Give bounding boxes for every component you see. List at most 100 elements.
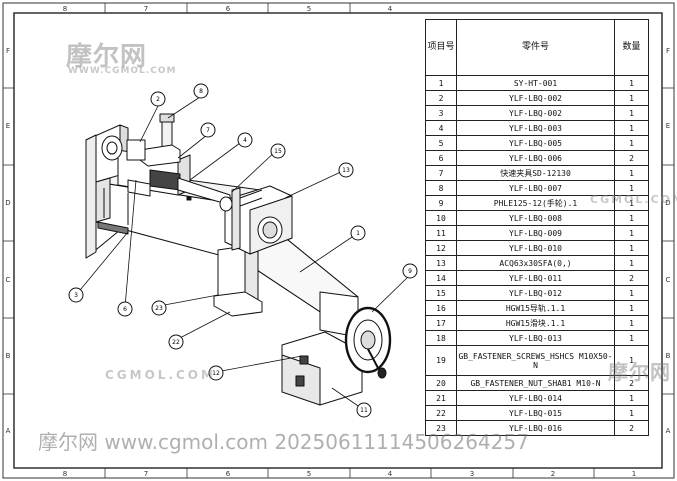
zone-left-D: D [5,199,10,207]
cell-part-no: ACQ63x30SFA(0,) [456,255,615,271]
cell-item-no: 5 [425,135,457,151]
zone-top-4: 4 [388,5,393,13]
cell-qty: 1 [614,120,649,136]
watermark-logo-en: WWW.CGMOL.COM [68,66,177,76]
balloon-9: 9 [402,263,418,279]
header-item-no: 项目号 [425,19,457,76]
cell-qty: 1 [614,330,649,346]
zone-right-A: A [666,427,671,435]
balloon-15: 15 [270,143,286,159]
balloon-23: 23 [151,300,167,316]
cell-qty: 1 [614,210,649,226]
svg-text:13: 13 [342,167,350,174]
cell-item-no: 9 [425,195,457,211]
cell-part-no: HGW15导轨.1.1 [456,300,615,316]
cell-item-no: 17 [425,315,457,331]
cell-part-no: YLF-LBQ-011 [456,270,615,286]
cell-part-no: YLF-LBQ-016 [456,420,615,436]
zone-bottom-3: 3 [470,470,474,478]
header-qty: 数量 [614,19,649,76]
cell-qty: 1 [614,255,649,271]
cell-part-no: 快速夹具SD-12130 [456,165,615,181]
cell-item-no: 10 [425,210,457,226]
cell-part-no: HGW15滑块.1.1 [456,315,615,331]
zone-bottom-6: 6 [226,470,231,478]
cell-qty: 1 [614,225,649,241]
balloon-8: 8 [193,83,209,99]
header-part-no: 零件号 [456,19,615,76]
cell-item-no: 2 [425,90,457,106]
balloon-4: 4 [237,132,253,148]
balloon-12: 12 [208,365,224,381]
zone-bottom-1: 1 [632,470,636,478]
cell-part-no: YLF-LBQ-002 [456,105,615,121]
zone-left-B: B [6,352,11,360]
cell-part-no: YLF-LBQ-010 [456,240,615,256]
balloon-7: 7 [200,122,216,138]
balloon-3: 3 [68,287,84,303]
cell-part-no: YLF-LBQ-005 [456,135,615,151]
balloon-22: 22 [168,334,184,350]
watermark-right-en: CGMOL.COM [590,193,677,206]
svg-text:11: 11 [360,407,368,414]
zone-bottom-7: 7 [144,470,148,478]
cell-qty: 1 [614,105,649,121]
cell-part-no: YLF-LBQ-008 [456,210,615,226]
zone-right-D: D [665,199,670,207]
cell-item-no: 6 [425,150,457,166]
watermark-bottom: 摩尔网 www.cgmol.com 20250611114506264257 [38,430,529,454]
cell-part-no: GB_FASTENER_NUT_SHAB1 M10-N [456,375,615,391]
zone-left-C: C [6,276,11,284]
svg-text:1: 1 [356,230,360,237]
cell-qty: 1 [614,390,649,406]
cell-part-no: YLF-LBQ-003 [456,120,615,136]
zone-right-F: F [666,47,670,55]
watermark-logo-cn: 摩尔网 [66,42,148,72]
cell-qty: 1 [614,285,649,301]
zone-right-C: C [666,276,671,284]
cell-item-no: 19 [425,345,457,376]
zone-right-E: E [666,122,670,130]
svg-text:2: 2 [156,96,160,103]
cell-part-no: YLF-LBQ-013 [456,330,615,346]
svg-text:8: 8 [199,88,203,95]
zone-left-A: A [6,427,11,435]
svg-text:4: 4 [243,137,247,144]
zone-bottom-4: 4 [388,470,393,478]
balloon-13: 13 [338,162,354,178]
inner-border [13,12,663,469]
cell-item-no: 1 [425,75,457,91]
cell-item-no: 23 [425,420,457,436]
cell-item-no: 8 [425,180,457,196]
cell-qty: 1 [614,315,649,331]
cell-qty: 1 [614,165,649,181]
zone-ticks [3,3,674,478]
cell-item-no: 4 [425,120,457,136]
cell-part-no: YLF-LBQ-009 [456,225,615,241]
cell-qty: 1 [614,240,649,256]
zone-bottom-8: 8 [63,470,67,478]
zone-labels: 8 7 6 5 4 8 7 6 5 4 3 2 1 F E D C B A F … [5,5,670,478]
cell-qty: 1 [614,75,649,91]
cell-item-no: 11 [425,225,457,241]
zone-left-E: E [6,122,10,130]
cell-part-no: YLF-LBQ-002 [456,90,615,106]
svg-text:12: 12 [212,370,220,377]
